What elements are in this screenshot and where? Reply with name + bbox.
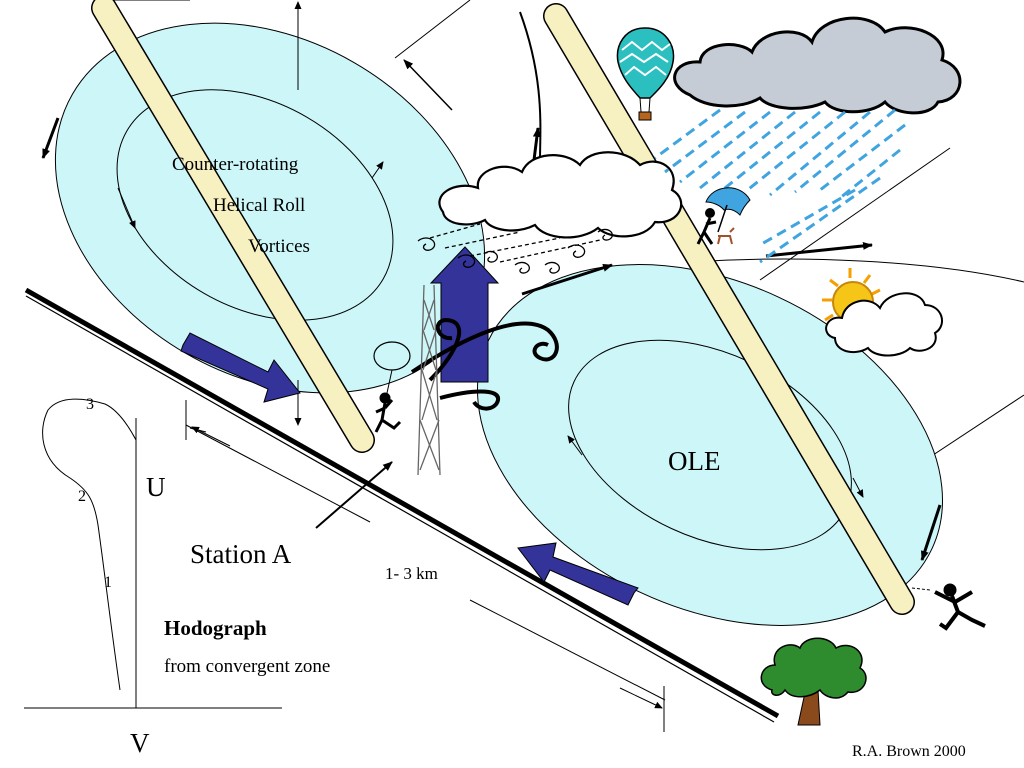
distance-marker bbox=[185, 400, 665, 732]
station-pointer-arrow bbox=[315, 461, 393, 529]
axis-u-label: U bbox=[146, 472, 166, 502]
ground-line bbox=[24, 287, 780, 723]
credit-label: R.A. Brown 2000 bbox=[852, 743, 966, 760]
sun-cloud-icon bbox=[822, 268, 944, 357]
hodograph-point-1: 1 bbox=[104, 574, 112, 591]
hodograph-point-3: 3 bbox=[86, 396, 94, 413]
tower-icon bbox=[417, 284, 441, 476]
ole-label: OLE bbox=[668, 446, 721, 476]
running-person-icon bbox=[911, 583, 986, 631]
circulation-arrow bbox=[567, 435, 583, 456]
circulation-arrow bbox=[371, 161, 384, 179]
hodograph-subtitle: from convergent zone bbox=[164, 656, 331, 677]
kite-person-icon bbox=[373, 341, 411, 433]
tree-icon bbox=[760, 637, 867, 726]
axis-v-label: V bbox=[130, 728, 150, 758]
wind-swirls bbox=[417, 223, 613, 274]
spiral-wind-icon bbox=[410, 317, 559, 411]
circulation-arrow bbox=[852, 477, 864, 498]
circulation-arrow bbox=[41, 117, 60, 159]
hodograph-title: Hodograph bbox=[164, 616, 267, 640]
convergence-cloud-icon bbox=[438, 151, 683, 239]
circulation-arrow bbox=[521, 263, 613, 296]
hodograph-curve bbox=[42, 398, 137, 691]
station-label: Station A bbox=[190, 539, 292, 569]
roll-axis-tubes bbox=[91, 0, 915, 615]
distance-label: 1- 3 km bbox=[385, 564, 438, 583]
roll-label-line2: Helical Roll bbox=[213, 195, 306, 216]
rain-cloud-icon bbox=[654, 16, 962, 264]
roll-label-line1: Counter-rotating bbox=[172, 154, 299, 175]
roll-label-line3: Vortices bbox=[248, 236, 310, 257]
umbrella-person-icon bbox=[696, 187, 751, 245]
hodograph-point-2: 2 bbox=[78, 488, 86, 505]
balloon-icon bbox=[616, 27, 675, 121]
hodograph bbox=[24, 398, 282, 709]
circulation-arrow bbox=[117, 187, 136, 229]
circulation-arrow bbox=[920, 504, 942, 561]
